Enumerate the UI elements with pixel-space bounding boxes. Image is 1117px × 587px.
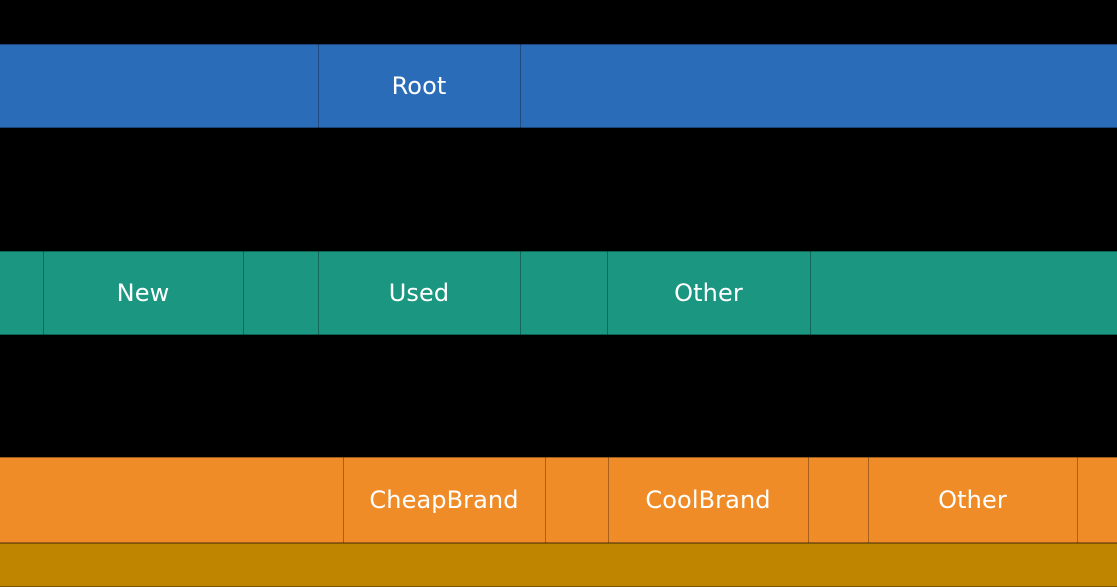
node-bottom-edge [868,542,1077,543]
node-bottom-edge [520,127,1117,128]
node-top-edge [318,251,520,252]
node-bottom-edge [545,542,608,543]
node-divider [43,251,44,335]
icicle-node-unlabeled[interactable] [0,543,1117,587]
node-top-edge [243,251,318,252]
icicle-node-cheapbrand[interactable]: CheapBrand [343,457,545,543]
node-bottom-edge [243,334,318,335]
node-bottom-edge [808,542,868,543]
node-bottom-edge [318,334,520,335]
icicle-node-used[interactable]: Used [318,251,520,335]
icicle-node-coolbrand[interactable]: CoolBrand [608,457,808,543]
icicle-node-unlabeled[interactable] [545,457,608,543]
node-bottom-edge [1077,542,1117,543]
icicle-node-label: CheapBrand [369,486,519,514]
icicle-node-unlabeled[interactable] [810,251,1117,335]
node-divider [318,251,319,335]
icicle-node-label: CoolBrand [645,486,771,514]
level-0-root: Root [0,44,1117,128]
node-top-edge [43,251,243,252]
icicle-node-label: Other [674,279,743,307]
node-top-edge [808,457,868,458]
node-top-edge [0,543,1117,544]
node-divider [520,251,521,335]
node-top-edge [868,457,1077,458]
node-top-edge [343,457,545,458]
node-bottom-edge [0,127,318,128]
node-top-edge [1077,457,1117,458]
node-top-edge [0,457,343,458]
icicle-node-other[interactable]: Other [868,457,1077,543]
icicle-node-unlabeled[interactable] [808,457,868,543]
node-divider [608,457,609,543]
icicle-node-label: Used [388,279,450,307]
node-divider [343,457,344,543]
icicle-node-label: Root [391,72,447,100]
node-bottom-edge [520,334,607,335]
node-divider [808,457,809,543]
icicle-node-unlabeled[interactable] [243,251,318,335]
icicle-node-unlabeled[interactable] [0,44,318,128]
icicle-node-root[interactable]: Root [318,44,520,128]
icicle-node-unlabeled[interactable] [520,44,1117,128]
icicle-node-unlabeled[interactable] [0,251,43,335]
node-divider [810,251,811,335]
node-divider [607,251,608,335]
node-top-edge [318,44,520,45]
level-2-brand: CheapBrand CoolBrand Other [0,457,1117,543]
node-top-edge [0,44,318,45]
node-divider [243,251,244,335]
node-bottom-edge [0,542,343,543]
node-top-edge [0,251,43,252]
icicle-node-label: New [116,279,170,307]
node-bottom-edge [810,334,1117,335]
node-top-edge [520,44,1117,45]
node-divider [868,457,869,543]
node-bottom-edge [607,334,810,335]
icicle-node-unlabeled[interactable] [520,251,607,335]
level-3-leaf [0,543,1117,587]
node-top-edge [545,457,608,458]
node-top-edge [520,251,607,252]
icicle-node-unlabeled[interactable] [0,457,343,543]
node-bottom-edge [43,334,243,335]
icicle-node-label: Other [938,486,1007,514]
node-divider [1077,457,1078,543]
icicle-node-other[interactable]: Other [607,251,810,335]
node-top-edge [607,251,810,252]
node-bottom-edge [318,127,520,128]
node-bottom-edge [608,542,808,543]
node-top-edge [608,457,808,458]
icicle-node-unlabeled[interactable] [1077,457,1117,543]
node-bottom-edge [0,334,43,335]
node-top-edge [810,251,1117,252]
node-divider [520,44,521,128]
icicle-node-new[interactable]: New [43,251,243,335]
level-1-condition: New Used Other [0,251,1117,335]
node-divider [318,44,319,128]
node-bottom-edge [343,542,545,543]
node-divider [545,457,546,543]
